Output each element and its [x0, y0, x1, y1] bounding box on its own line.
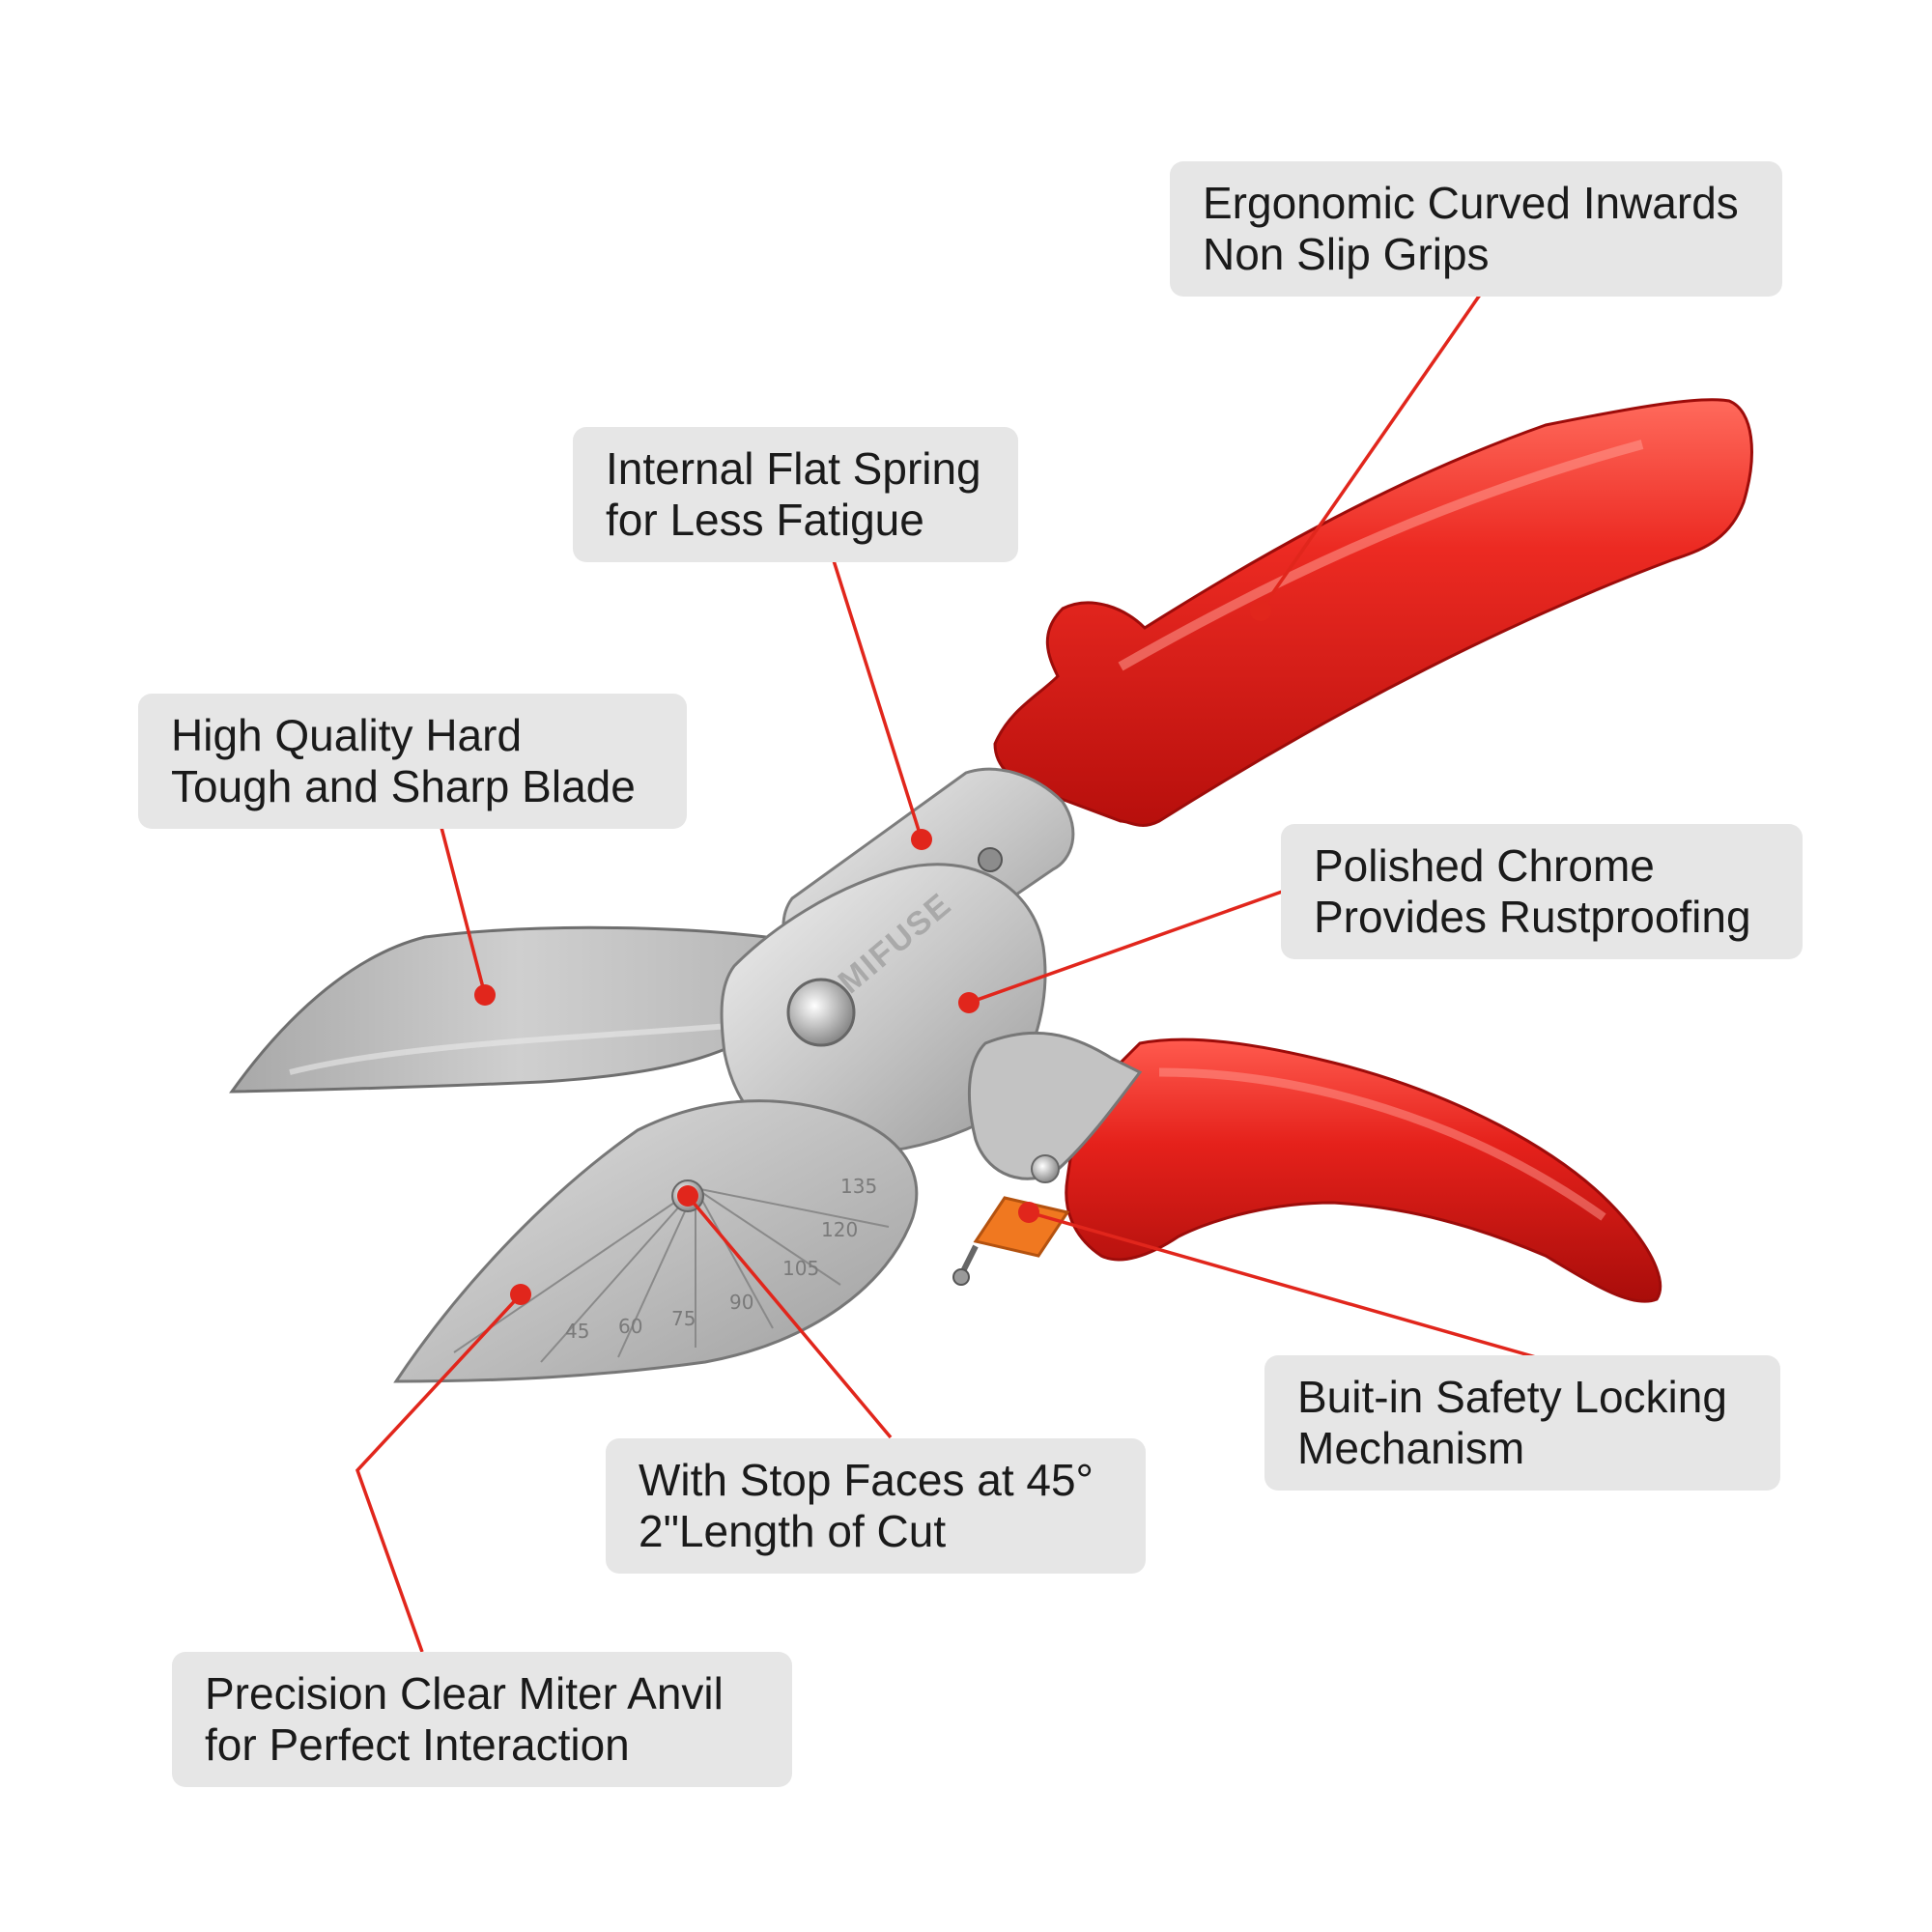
- anvil-scale-label: 60: [618, 1315, 642, 1338]
- leader-dot: [1018, 1202, 1039, 1223]
- anvil-scale-label: 45: [565, 1320, 589, 1343]
- leader-blade: [438, 819, 487, 996]
- leader-lock: [1028, 1210, 1537, 1359]
- leader-lines: [355, 287, 1537, 1653]
- anvil-scale-label: 105: [782, 1257, 819, 1280]
- callout-grips: Ergonomic Curved Inwards Non Slip Grips: [1170, 161, 1782, 297]
- anvil-scale-label: 135: [840, 1175, 877, 1198]
- callout-anvil-line2: for Perfect Interaction: [205, 1719, 630, 1770]
- safety-lock: [952, 1154, 1070, 1286]
- pivot-rivet: [786, 978, 856, 1047]
- callout-stop: With Stop Faces at 45° 2"Length of Cut: [606, 1438, 1146, 1574]
- anvil-scale-label: 120: [821, 1218, 858, 1241]
- leader-dot: [677, 1185, 698, 1207]
- leader-spring: [830, 554, 923, 840]
- callout-spring-line1: Internal Flat Spring: [606, 443, 981, 494]
- leader-anvil: [355, 1293, 523, 1653]
- leader-dot: [510, 1284, 531, 1305]
- lower-handle: [1065, 1037, 1662, 1303]
- callout-stop-line2: 2"Length of Cut: [639, 1506, 947, 1556]
- leader-dot: [474, 984, 496, 1006]
- leader-dots: [474, 600, 1271, 1305]
- callout-blade-line2: Tough and Sharp Blade: [171, 761, 636, 811]
- anvil-scale-lines: [453, 1187, 890, 1363]
- callout-lock-line1: Buit-in Safety Locking: [1297, 1372, 1727, 1422]
- leader-dot: [1250, 600, 1271, 621]
- callout-chrome: Polished Chrome Provides Rustproofing: [1281, 824, 1803, 959]
- callout-chrome-line2: Provides Rustproofing: [1314, 892, 1751, 942]
- anvil-scale-labels: 45 60 75 90 105 120 135: [565, 1175, 877, 1343]
- lock-button: [973, 1196, 1070, 1258]
- anvil-scale-label: 75: [671, 1307, 696, 1330]
- callout-blade-line1: High Quality Hard: [171, 710, 523, 760]
- callout-anvil: Precision Clear Miter Anvil for Perfect …: [172, 1652, 792, 1787]
- callout-chrome-line1: Polished Chrome: [1314, 840, 1655, 891]
- leader-dot: [911, 829, 932, 850]
- anvil-scale-label: 90: [729, 1291, 753, 1314]
- callout-lock-line2: Mechanism: [1297, 1423, 1525, 1473]
- callout-spring-line2: for Less Fatigue: [606, 495, 924, 545]
- callout-grips-line1: Ergonomic Curved Inwards: [1203, 178, 1739, 228]
- upper-handle: [993, 398, 1753, 827]
- leader-dot: [958, 992, 980, 1013]
- leader-stop: [686, 1194, 893, 1439]
- callout-stop-line1: With Stop Faces at 45°: [639, 1455, 1094, 1505]
- callout-lock: Buit-in Safety Locking Mechanism: [1264, 1355, 1780, 1491]
- callout-grips-line2: Non Slip Grips: [1203, 229, 1490, 279]
- leader-chrome: [968, 889, 1286, 1005]
- callout-anvil-line1: Precision Clear Miter Anvil: [205, 1668, 724, 1719]
- spring-rivet: [978, 847, 1003, 872]
- callout-spring: Internal Flat Spring for Less Fatigue: [573, 427, 1018, 562]
- callout-blade: High Quality Hard Tough and Sharp Blade: [138, 694, 687, 829]
- leader-grips: [1259, 287, 1487, 611]
